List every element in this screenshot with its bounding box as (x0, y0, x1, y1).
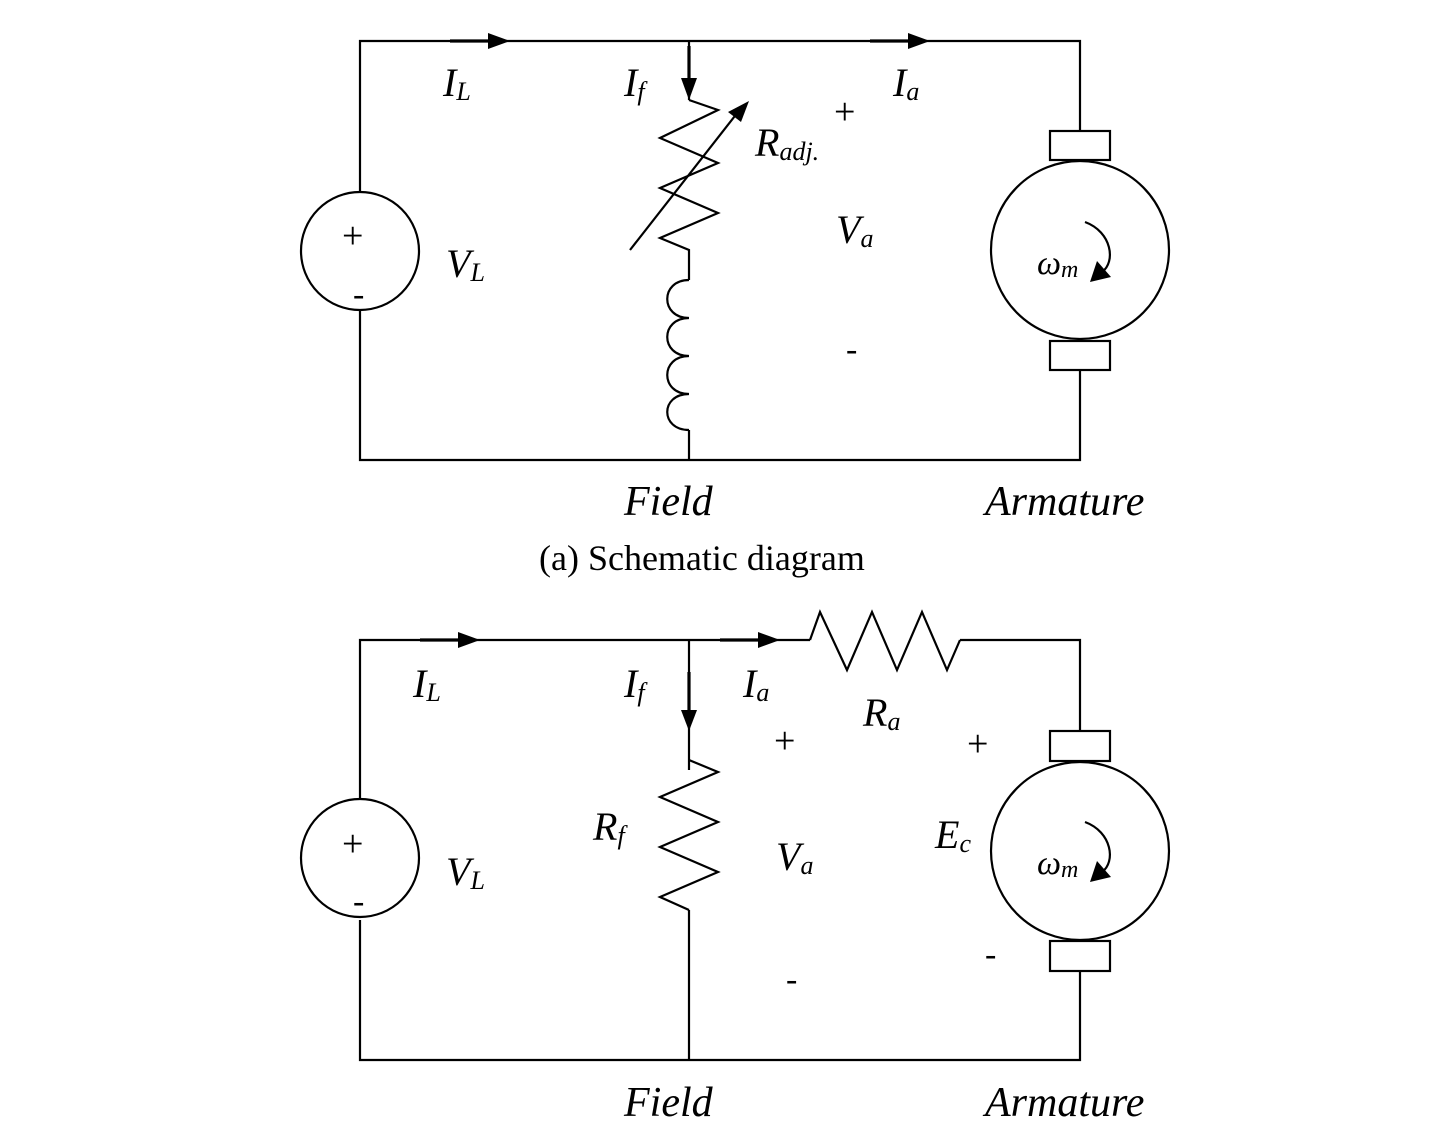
adjustable-arrowhead-a (728, 101, 749, 122)
caption-a: (a) Schematic diagram (539, 538, 865, 578)
rotation-arrowhead-a (1090, 261, 1111, 282)
wire-b-left-top (358, 638, 810, 800)
line-current-label-a: IL (442, 60, 471, 106)
source-a-minus: - (353, 276, 364, 313)
source-b-minus: - (353, 883, 364, 920)
back-emf-plus-b: + (967, 723, 988, 765)
back-emf-minus-b: - (985, 936, 996, 973)
terminal-voltage-minus-b: - (786, 961, 797, 998)
armature-resistor-b (808, 609, 962, 673)
line-current-arrowhead-b (458, 632, 480, 648)
wire-b-right-top (960, 638, 1082, 731)
brush-top-b (1048, 729, 1112, 763)
field-current-arrowhead-a (681, 78, 697, 100)
brush-bottom-b (1048, 939, 1112, 973)
adjustable-resistor-a (657, 98, 721, 280)
wire-a-left-top (358, 39, 1082, 192)
motor-speed-label-b: ωm (1037, 845, 1078, 883)
field-section-label-a: Field (623, 479, 714, 525)
field-resistor-label-a: Radj. (754, 120, 819, 166)
rotation-arrowhead-b (1090, 861, 1111, 882)
diagram-a: + - VL IL If Ia Radj. + Va - ωm F (299, 33, 1171, 578)
armature-current-arrowhead-b (758, 632, 780, 648)
armature-current-label-a: Ia (892, 60, 919, 106)
source-b-plus: + (342, 823, 363, 865)
armature-current-arrowhead-a (908, 33, 930, 49)
field-resistor-label-b: Rf (592, 804, 628, 850)
terminal-voltage-plus-b: + (774, 720, 795, 762)
terminal-voltage-plus-a: + (834, 91, 855, 133)
field-current-label-a: If (623, 60, 648, 106)
back-emf-label-b: Ec (934, 812, 971, 858)
line-current-label-b: IL (412, 661, 441, 707)
rotation-arrow-a (1084, 220, 1111, 273)
diagram-b: + - VL IL If Ia Ra Rf + Va - + Ec - (299, 609, 1171, 1126)
wire-b-bottom (358, 920, 1082, 1062)
line-current-arrowhead-a (488, 33, 510, 49)
terminal-voltage-minus-a: - (846, 331, 857, 368)
armature-current-label-b: Ia (742, 661, 769, 707)
field-section-label-b: Field (623, 1080, 714, 1126)
armature-section-label-a: Armature (982, 479, 1144, 525)
field-current-label-b: If (623, 661, 648, 707)
voltage-source-a (299, 190, 421, 312)
terminal-voltage-label-b: Va (776, 834, 813, 880)
armature-section-label-b: Armature (982, 1080, 1144, 1126)
motor-armature-b (989, 760, 1171, 942)
brush-top-a (1048, 129, 1112, 162)
rotation-arrow-b (1084, 820, 1111, 873)
field-resistor-b (657, 758, 721, 912)
voltage-source-b (299, 797, 421, 919)
terminal-voltage-label-a: Va (836, 207, 873, 253)
brush-bottom-a (1048, 339, 1112, 372)
armature-resistor-label-b: Ra (862, 690, 900, 736)
source-b-label: VL (446, 849, 485, 895)
motor-speed-label-a: ωm (1037, 245, 1078, 283)
source-a-label: VL (446, 241, 485, 287)
source-a-plus: + (342, 215, 363, 257)
field-current-arrowhead-b (681, 710, 697, 731)
field-inductor-a (666, 278, 690, 432)
adjustable-arrow-a (629, 111, 739, 251)
motor-armature-a (989, 159, 1171, 341)
wire-a-left-bottom (358, 311, 1082, 462)
